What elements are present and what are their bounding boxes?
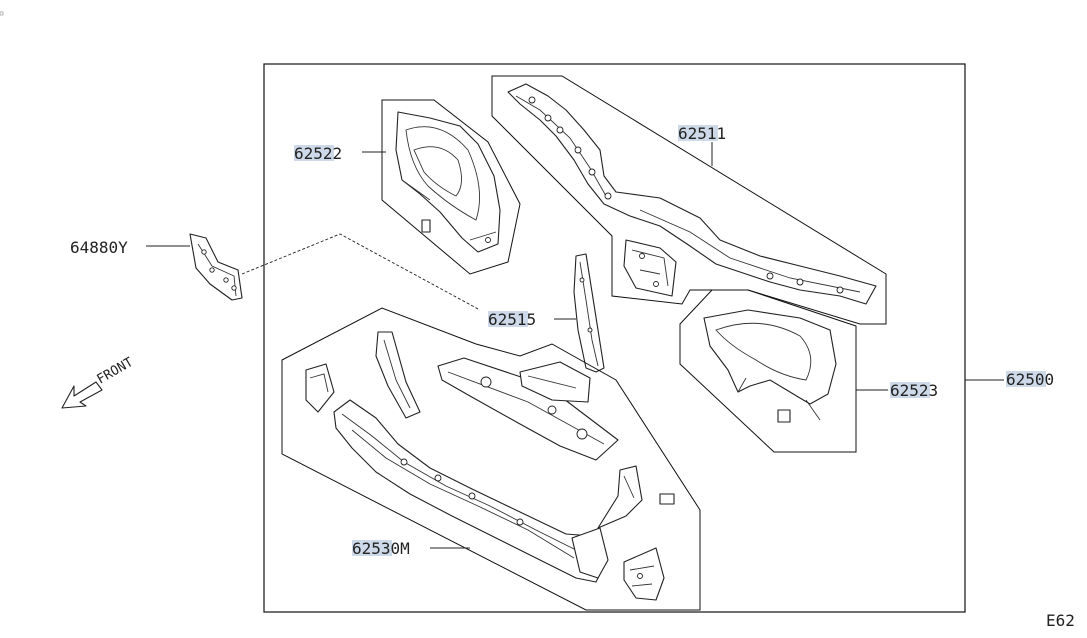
svg-text:62523: 62523: [890, 381, 938, 400]
panel-62530M-outline: [281, 307, 701, 611]
panel-62523-outline: [679, 289, 857, 453]
label-62511: 62511: [678, 124, 726, 143]
label-62530M: 62530M: [352, 539, 410, 558]
part-62530M-lower-member: [305, 331, 675, 601]
svg-text:62530M: 62530M: [352, 539, 410, 558]
svg-text:62522: 62522: [294, 144, 342, 163]
label-62515: 62515: [488, 310, 536, 329]
64880Y-dashed-leader: [241, 233, 481, 311]
label-62523: 62523: [890, 381, 938, 400]
assembly-frame: [263, 63, 966, 613]
part-62515-stay: [573, 253, 605, 373]
part-62522-left-housing: [395, 111, 501, 253]
corner-mark: [0, 11, 4, 16]
page-code: E62: [1046, 611, 1075, 630]
svg-text:62511: 62511: [678, 124, 726, 143]
svg-text:62500: 62500: [1006, 370, 1054, 389]
front-label: FRONT: [95, 355, 137, 388]
svg-text:64880Y: 64880Y: [70, 238, 128, 257]
panel-62522-outline: [381, 99, 521, 275]
label-64880Y: 64880Y: [70, 238, 128, 257]
part-64880Y-bracket: [189, 233, 243, 301]
part-62523-right-housing: [703, 309, 837, 423]
label-62500: 62500: [1006, 370, 1054, 389]
svg-text:62515: 62515: [488, 310, 536, 329]
part-62511-upper-member: [507, 83, 877, 305]
front-arrow-icon: [61, 381, 103, 409]
label-62522: 62522: [294, 144, 342, 163]
